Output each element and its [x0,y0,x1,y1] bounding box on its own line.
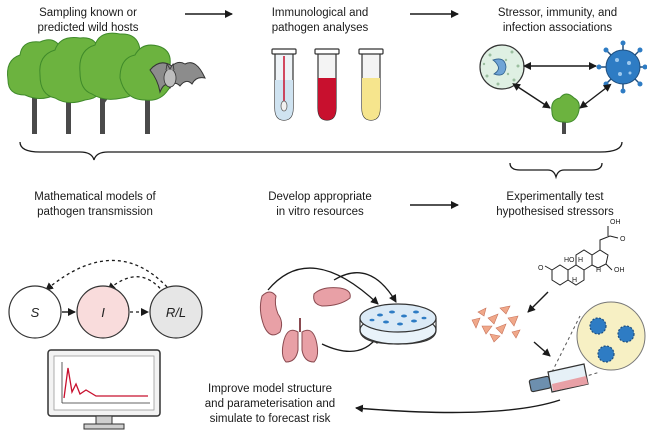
step-models-label: Mathematical models of pathogen transmis… [15,190,175,220]
compartment-s-label: S [31,305,40,320]
brace-icon [19,141,623,161]
arrow-flask-to-model [355,399,561,414]
arrow-rl-to-i [107,276,165,294]
immune-cell-icon [479,44,525,90]
molecule-h1: H [578,257,583,264]
virus-small-2-icon [617,325,635,343]
compartment-rl-label: R/L [166,305,186,320]
arrow-cells-to-flask [533,341,551,357]
step-improve-line1: Improve model structure [208,383,332,395]
tube-blood-icon [314,48,340,121]
step-associations-label: Stressor, immunity, and infection associ… [470,6,645,36]
step-invitro-line1: Develop appropriate [268,191,372,203]
molecule-ho-left: HO [564,257,575,264]
step-sampling-line1: Sampling known or [39,7,137,19]
molecule-oh-right: OH [614,267,625,274]
step-analyses-line1: Immunological and [271,7,369,19]
small-tree-icon [551,93,580,134]
infection-zoom-icon [551,301,646,385]
step-test-line2: hypothesised stressors [496,206,614,218]
trees-icon [7,32,174,134]
monitor-icon [47,349,161,430]
arrow-liver-to-dish [333,272,397,303]
molecule-h3: H [596,267,601,274]
arrow-cell-tree [512,83,551,109]
compartment-s [8,285,62,339]
bat-icon [149,61,206,94]
step-analyses-line2: pathogen analyses [271,22,369,34]
compartment-model: S I R/L [8,259,203,339]
molecule-h2: H [572,277,577,284]
step-models-line1: Mathematical models of [34,191,156,203]
tube-serum-icon [358,48,384,121]
cell-cluster-icon [471,305,521,343]
step-improve-line3: simulate to forecast risk [209,413,331,425]
step-invitro-label: Develop appropriate in vitro resources [250,190,390,220]
compartment-i [76,285,130,339]
lungs-icon [281,318,319,363]
step-improve-label: Improve model structure and parameterisa… [190,382,350,427]
virus-icon [596,40,647,94]
step-associations-line2: infection associations [502,22,613,34]
step-sampling-line2: predicted wild hosts [37,22,139,34]
compartment-i-label: I [101,305,105,320]
molecule-oh-top: OH [610,219,621,226]
arrow-virus-tree [579,83,612,109]
step-test-line1: Experimentally test [506,191,604,203]
kidney-icon [259,291,283,336]
culture-flask-icon [528,363,589,393]
step-associations-line1: Stressor, immunity, and [497,7,618,19]
molecule-o-right: O [620,236,626,243]
petri-dish-icon [359,303,437,345]
step-improve-line2: and parameterisation and [204,398,336,410]
step-test-label: Experimentally test hypothesised stresso… [475,190,635,220]
step-invitro-line2: in vitro resources [276,206,364,218]
arrow-rl-to-s [45,259,176,297]
arrow-molecule-to-cells [527,291,549,313]
liver-icon [313,287,351,307]
virus-small-1-icon [589,317,607,335]
step-models-line2: pathogen transmission [37,206,153,218]
arrow-kidney-to-dish [267,267,379,305]
molecule-o-left: O [538,265,544,272]
molecule-icon [544,226,619,286]
compartment-rl [149,285,203,339]
virus-small-3-icon [597,345,615,363]
tube-clear-icon [271,48,297,121]
small-brace-icon [509,162,603,180]
step-sampling-label: Sampling known or predicted wild hosts [8,6,168,36]
molecule-labels: OH O HO OH O H H H [538,219,626,284]
step-analyses-label: Immunological and pathogen analyses [245,6,395,36]
